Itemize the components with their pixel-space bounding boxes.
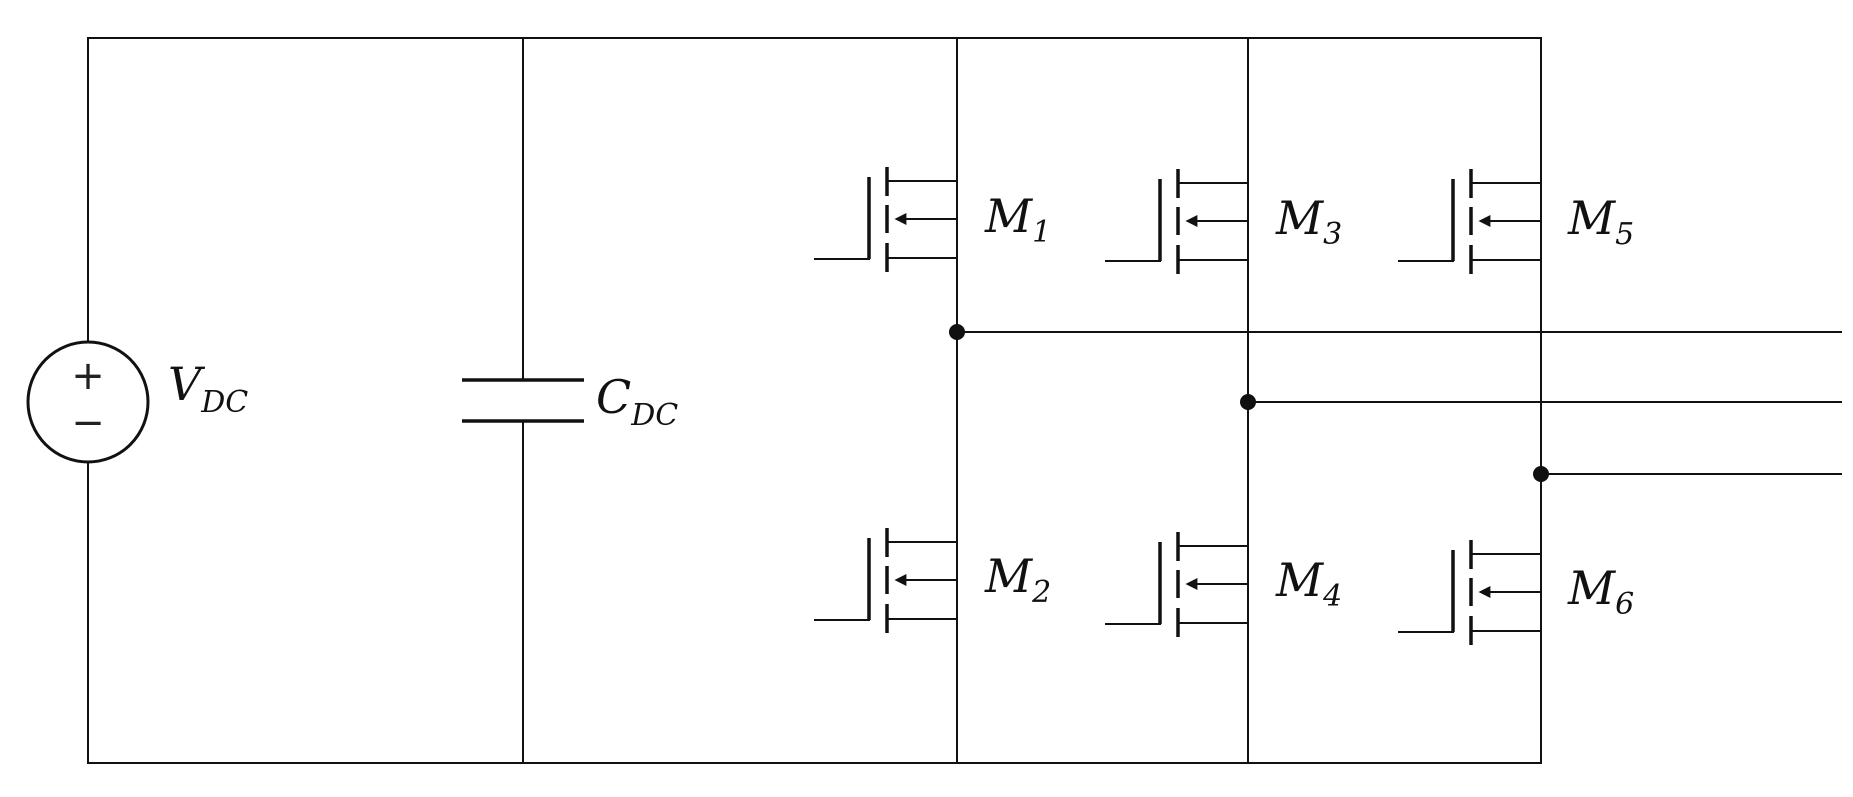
source-symbol — [26, 340, 150, 464]
bus-wires — [87, 37, 1542, 764]
mosfet-m3 — [1105, 169, 1249, 274]
mosfet-m4 — [1105, 532, 1249, 637]
mosfet-m5-label: M5 — [1567, 191, 1634, 252]
dc-voltage-source: + − VDC — [26, 340, 248, 464]
phase-3-junction — [1533, 466, 1549, 482]
inverter-leg-2: M3 M4 — [1105, 37, 1842, 764]
mosfet-m6 — [1398, 540, 1542, 645]
mosfet-m5 — [1398, 169, 1542, 274]
mosfet-m6-label: M6 — [1567, 561, 1634, 622]
minus-sign: − — [71, 400, 105, 446]
inverter-leg-1: M1 M2 — [814, 37, 1842, 764]
inverter-leg-3: M5 M6 — [1398, 37, 1842, 764]
dc-capacitor: CDC — [462, 370, 678, 433]
capacitor-label: CDC — [596, 370, 678, 433]
phase-1-junction — [949, 324, 965, 340]
mosfet-m3-label: M3 — [1275, 191, 1342, 252]
mosfet-m2-label: M2 — [984, 549, 1051, 610]
source-label: VDC — [168, 357, 248, 420]
mosfet-m4-label: M4 — [1275, 553, 1342, 614]
mosfet-m1 — [814, 167, 958, 272]
mosfet-m2 — [814, 528, 958, 633]
mosfet-m1-label: M1 — [984, 189, 1051, 250]
phase-2-junction — [1240, 394, 1256, 410]
plus-sign: + — [71, 353, 105, 399]
